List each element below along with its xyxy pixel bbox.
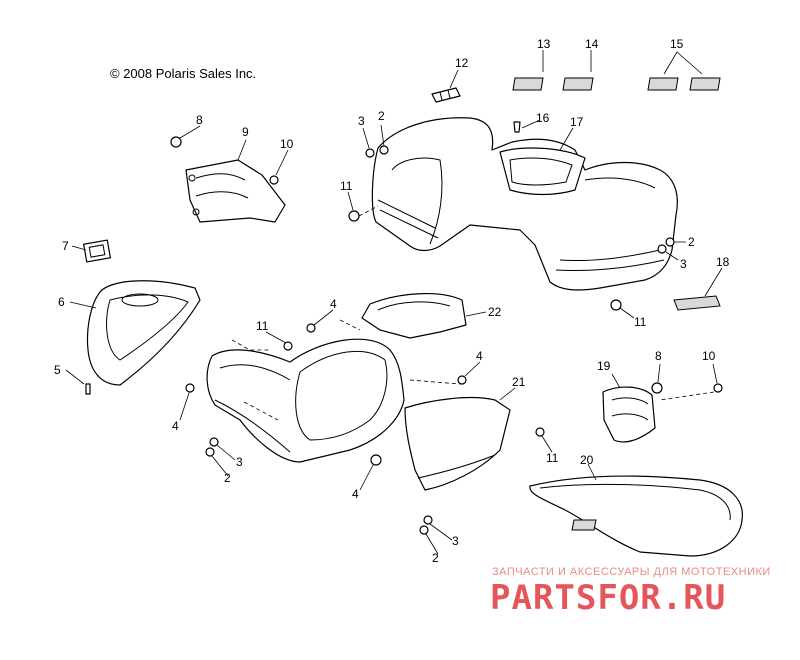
fastener-2-bottom[interactable] [419, 525, 429, 535]
part-9-side-panel[interactable] [185, 159, 286, 223]
fastener-5[interactable] [85, 383, 91, 395]
callout-18: 18 [716, 255, 730, 269]
callout-7: 7 [62, 239, 69, 253]
fastener-2-right[interactable] [665, 237, 675, 247]
fastener-8-right[interactable] [651, 382, 663, 394]
fastener-3-top[interactable] [365, 148, 375, 158]
callout-3-right: 3 [680, 257, 687, 271]
part-21-side-panel[interactable] [404, 396, 511, 491]
fastener-10-left[interactable] [269, 175, 279, 185]
screw-16[interactable] [513, 121, 521, 133]
callout-3-bottom: 3 [452, 534, 459, 548]
watermark-tagline: ЗАПЧАСТИ И АКСЕССУАРЫ ДЛЯ МОТОТЕХНИКИ [492, 566, 771, 578]
callout-21: 21 [512, 375, 526, 389]
fastener-4-bottom[interactable] [370, 454, 382, 466]
fastener-11-top[interactable] [348, 210, 360, 222]
callout-19: 19 [597, 359, 611, 373]
fastener-3-bottom[interactable] [423, 515, 433, 525]
fastener-4-center[interactable] [306, 323, 316, 333]
callout-9: 9 [242, 125, 249, 139]
part-22-dash[interactable] [361, 293, 467, 339]
fastener-11-bottom[interactable] [535, 427, 545, 437]
decal-14[interactable] [562, 77, 594, 91]
fastener-11-center[interactable] [283, 341, 293, 351]
front-fender[interactable] [206, 338, 405, 463]
callout-14: 14 [585, 37, 599, 51]
rear-fender[interactable] [371, 117, 678, 291]
callout-11-top: 11 [340, 179, 353, 193]
fastener-2-top[interactable] [379, 145, 389, 155]
callout-11-bottom: 11 [546, 451, 559, 465]
callout-5: 5 [54, 363, 61, 377]
part-6-front-nose[interactable] [86, 280, 201, 386]
fastener-4-left[interactable] [185, 383, 195, 393]
callout-13: 13 [537, 37, 551, 51]
fastener-8-left[interactable] [170, 136, 182, 148]
callout-10-right: 10 [702, 349, 716, 363]
fastener-3-left[interactable] [209, 437, 219, 447]
fastener-11-right[interactable] [610, 299, 622, 311]
callout-10-left: 10 [280, 137, 294, 151]
fastener-10-right[interactable] [713, 383, 723, 393]
callout-11-center: 11 [256, 319, 269, 333]
callout-4-center: 4 [330, 297, 337, 311]
copyright-text: © 2008 Polaris Sales Inc. [110, 66, 257, 81]
callout-11-right: 11 [634, 315, 647, 329]
part-7-bezel[interactable] [83, 239, 111, 263]
callout-2-right: 2 [688, 235, 695, 249]
callout-3-top: 3 [358, 114, 365, 128]
part-19-panel[interactable] [602, 386, 656, 443]
callout-16: 16 [536, 111, 550, 125]
fastener-2-left[interactable] [205, 447, 215, 457]
callout-12: 12 [455, 56, 469, 70]
callout-20: 20 [580, 453, 594, 467]
callout-4-bottom: 4 [352, 487, 359, 501]
decal-15[interactable] [647, 77, 721, 91]
callout-15: 15 [670, 37, 684, 51]
callout-8-left: 8 [196, 113, 203, 127]
callout-4-left: 4 [172, 419, 179, 433]
part-18-reflector[interactable] [673, 295, 721, 311]
part-12-grip[interactable] [431, 87, 461, 103]
callout-6: 6 [58, 295, 65, 309]
callout-2-bottom: 2 [432, 551, 439, 565]
part-20-seat[interactable] [529, 475, 743, 557]
callout-17: 17 [570, 115, 584, 129]
callout-2-left: 2 [224, 471, 231, 485]
fastener-3-right[interactable] [657, 244, 667, 254]
decal-13[interactable] [512, 77, 544, 91]
callout-8-right: 8 [655, 349, 662, 363]
callout-2-top: 2 [378, 109, 385, 123]
callout-22: 22 [488, 305, 502, 319]
fastener-4-mid[interactable] [457, 375, 467, 385]
callout-4-mid: 4 [476, 349, 483, 363]
callout-3-left: 3 [236, 455, 243, 469]
watermark-logo: PARTSFOR.RU [490, 578, 727, 618]
